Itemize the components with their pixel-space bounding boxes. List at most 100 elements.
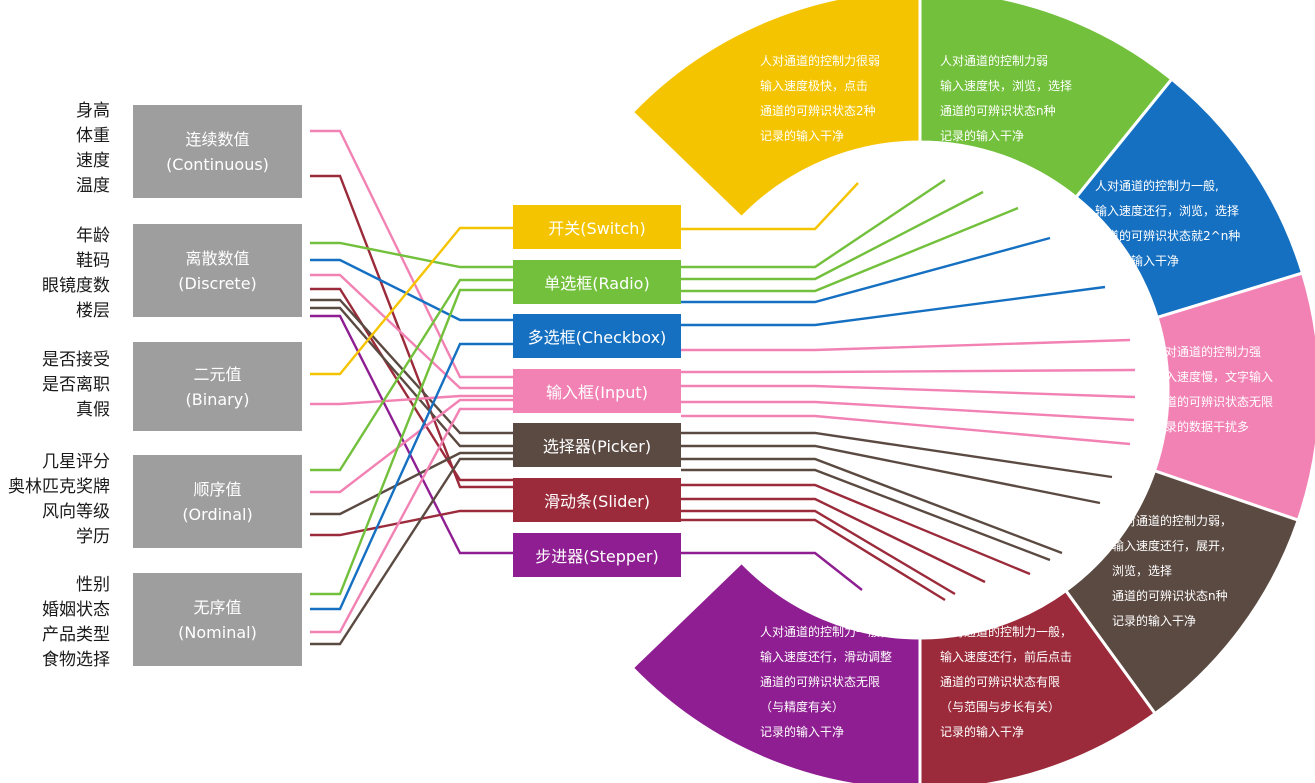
ring-segment-stepper	[630, 560, 922, 783]
desc-line: 记录的输入干净	[760, 725, 845, 739]
example-item: 体重	[76, 126, 110, 146]
examples-ordinal: 几星评分 奥林匹克奖牌 风向等级 学历	[8, 450, 110, 550]
component-picker: 选择器(Picker)	[513, 423, 681, 467]
examples-nominal: 性别 婚姻状态 产品类型 食物选择	[42, 573, 110, 673]
ring-segment-slider	[918, 588, 1158, 783]
example-item: 学历	[76, 527, 110, 547]
connector-right-slider	[681, 497, 986, 584]
desc-line: 通道的可辨识状态n种	[1112, 589, 1228, 603]
example-item: 婚姻状态	[42, 600, 110, 620]
connector-right-input	[681, 338, 1131, 352]
connector-right-input	[681, 414, 1131, 446]
desc-input: 人对通道的控制力强 输入速度慢，文字输入 通道的可辨识状态无限 记录的数据干扰多	[1153, 340, 1273, 440]
connector-left-picker	[310, 451, 513, 516]
desc-line: （与精度有关）	[760, 700, 845, 714]
connector-right-picker	[681, 457, 1063, 555]
examples-binary: 是否接受 是否离职 真假	[42, 348, 110, 423]
connector-right-radio	[681, 206, 1019, 293]
connector-right-slider	[681, 518, 946, 602]
connector-left-stepper	[310, 314, 513, 555]
desc-line: 通道的可辨识状态无限	[760, 675, 881, 689]
desc-line: 通道的可辨识状态无限	[1153, 395, 1274, 409]
category-nominal: 无序值 (Nominal)	[133, 573, 302, 666]
example-item: 真假	[76, 400, 110, 420]
category-label: 无序值	[193, 597, 242, 617]
desc-line: 通道的可辨识状态2种	[760, 104, 876, 118]
desc-line: 通道的可辨识状态就2^n种	[1095, 229, 1241, 243]
connector-right-picker	[681, 444, 1101, 505]
component-stepper: 步进器(Stepper)	[513, 533, 681, 577]
example-item: 食物选择	[42, 650, 110, 670]
category-label: 二元值	[193, 364, 242, 384]
desc-line: 人对通道的控制力弱，	[1112, 514, 1233, 528]
desc-checkbox: 人对通道的控制力一般, 输入速度还行，浏览，选择 通道的可辨识状态就2^n种 记…	[1095, 174, 1240, 274]
connector-right-input	[681, 400, 1135, 422]
connector-left-picker	[310, 298, 513, 435]
example-item: 风向等级	[42, 502, 110, 522]
desc-line: 记录的输入干净	[1095, 254, 1180, 268]
desc-line: 人对通道的控制力一般，	[940, 625, 1073, 639]
category-discrete: 离散数值 (Discrete)	[133, 224, 302, 317]
desc-line: 记录的输入干净	[940, 129, 1025, 143]
desc-line: 人对通道的控制力很弱	[760, 54, 881, 68]
examples-discrete: 年龄 鞋码 眼镜度数 楼层	[42, 224, 110, 324]
category-continuous: 连续数值 (Continuous)	[133, 105, 302, 198]
connector-left-radio	[310, 241, 513, 269]
desc-line: （与范围与步长有关）	[940, 700, 1061, 714]
category-label: 离散数值	[185, 248, 250, 268]
desc-line: 浏览，选择	[1112, 564, 1173, 578]
example-item: 速度	[76, 151, 110, 171]
connector-left-input	[310, 129, 513, 379]
example-item: 是否接受	[42, 350, 110, 370]
desc-line: 输入速度还行，滑动调整	[760, 650, 893, 664]
desc-line: 输入速度极快，点击	[760, 79, 869, 93]
desc-line: 记录的输入干净	[940, 725, 1025, 739]
desc-line: 输入速度还行，前后点击	[940, 650, 1073, 664]
desc-radio: 人对通道的控制力弱 输入速度快，浏览，选择 通道的可辨识状态n种 记录的输入干净	[940, 49, 1072, 149]
example-item: 鞋码	[76, 251, 110, 271]
connector-left-radio	[310, 288, 513, 596]
component-checkbox: 多选框(Checkbox)	[513, 314, 681, 358]
connector-right-switch	[681, 182, 859, 231]
example-item: 身高	[76, 101, 110, 121]
desc-line: 人对通道的控制力一般，	[760, 625, 893, 639]
category-label-en: (Continuous)	[166, 154, 269, 174]
connector-right-checkbox	[681, 236, 1051, 304]
example-item: 楼层	[76, 301, 110, 321]
category-binary: 二元值 (Binary)	[133, 342, 302, 431]
desc-line: 输入速度还行，浏览，选择	[1095, 204, 1240, 218]
category-label-en: (Binary)	[185, 389, 250, 409]
desc-picker: 人对通道的控制力弱， 输入速度还行，展开， 浏览，选择 通道的可辨识状态n种 记…	[1112, 509, 1232, 634]
connector-left-slider	[310, 174, 513, 489]
connector-left-input	[310, 407, 513, 634]
ring-segment-switch	[630, 0, 922, 220]
connector-right-slider	[681, 509, 956, 596]
connector-left-input	[310, 398, 513, 494]
component-input: 输入框(Input)	[513, 369, 681, 413]
example-item: 奥林匹克奖牌	[8, 477, 110, 497]
connector-left-input	[310, 273, 513, 390]
desc-line: 人对通道的控制力一般,	[1095, 179, 1219, 193]
example-item: 眼镜度数	[42, 276, 110, 296]
connector-left-switch	[310, 226, 513, 376]
desc-switch: 人对通道的控制力很弱 输入速度极快，点击 通道的可辨识状态2种 记录的输入干净	[760, 49, 880, 149]
desc-line: 记录的输入干净	[760, 129, 845, 143]
connector-right-slider	[681, 483, 1031, 576]
connector-right-picker	[681, 468, 1051, 562]
example-item: 年龄	[76, 226, 110, 246]
connector-right-picker	[681, 431, 1113, 479]
connector-left-radio	[310, 278, 513, 472]
connector-right-input	[681, 368, 1136, 374]
desc-line: 记录的输入干净	[1112, 614, 1197, 628]
example-item: 性别	[76, 575, 110, 595]
category-label-en: (Discrete)	[178, 273, 257, 293]
category-label-en: (Nominal)	[178, 622, 257, 642]
component-radio: 单选框(Radio)	[513, 260, 681, 304]
connector-right-radio	[681, 190, 984, 281]
connector-left-slider	[310, 287, 513, 482]
category-ordinal: 顺序值 (Ordinal)	[133, 455, 302, 548]
desc-line: 输入速度慢，文字输入	[1153, 370, 1274, 384]
connector-right-checkbox	[681, 285, 1106, 327]
